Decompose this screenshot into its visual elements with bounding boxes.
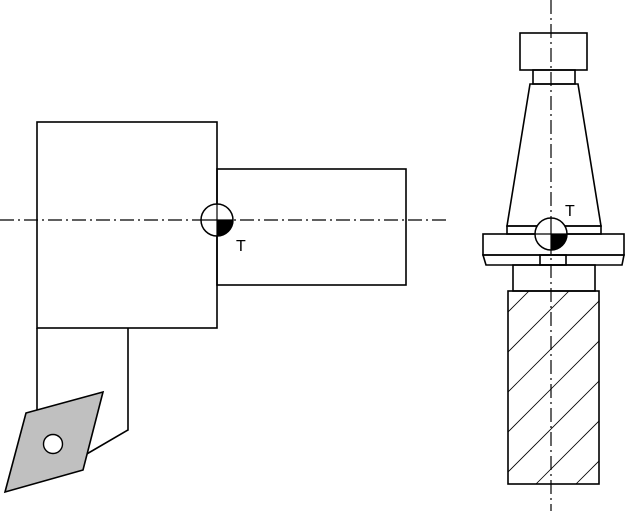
flange-groove [539,254,567,266]
retention-knob [519,32,588,71]
tool-shank [216,168,407,286]
cutter-body [507,290,600,485]
turning-tool-assembly: T [0,121,448,494]
left-tool-reference-symbol [200,203,234,237]
holder-taper [506,83,602,227]
flange-chamfer [481,254,625,266]
milling-tool-assembly: T [481,0,625,511]
left-tool-reference-label: T [236,238,246,255]
insert-clamp-hole [42,433,64,455]
tool-head-block [36,121,218,329]
insert-arm-right-edge [84,328,129,456]
right-tool-reference-label: T [565,203,575,220]
knob-neck [532,69,576,85]
right-tool-reference-symbol [534,217,568,251]
collet-nose [512,264,596,292]
cutter-hatching [508,291,599,484]
